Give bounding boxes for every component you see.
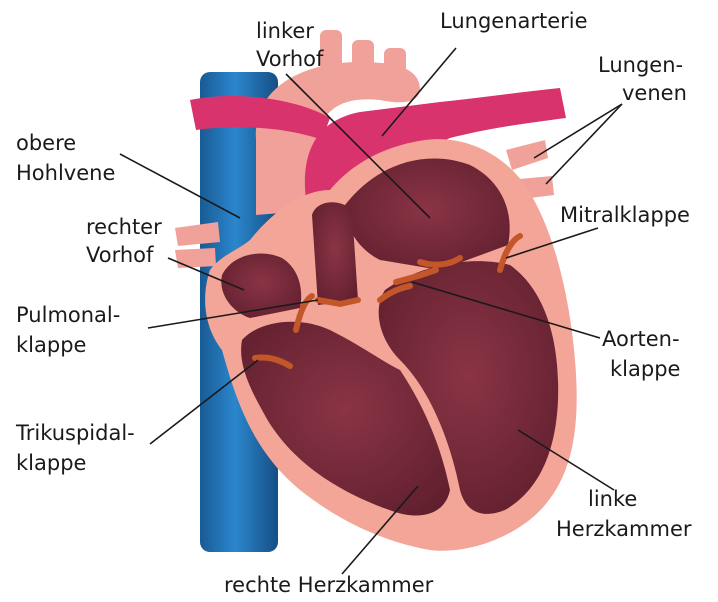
label-lungenvenen: Lungen- venen xyxy=(598,53,690,105)
label-lungenarterie: Lungenarterie xyxy=(440,9,588,33)
label-mitralklappe: Mitralklappe xyxy=(560,203,690,227)
label-obere-hohlvene: obere Hohlvene xyxy=(16,131,115,185)
pulmonalklappe-valve xyxy=(318,300,358,304)
label-aortenklappe: Aorten- klappe xyxy=(602,327,686,381)
label-rechte-herzkammer: rechte Herzkammer xyxy=(224,573,434,597)
label-linke-herzkammer: linke Herzkammer xyxy=(556,487,692,541)
label-trikuspidalklappe: Trikuspidal- klappe xyxy=(15,421,141,475)
label-rechter-vorhof: rechter Vorhof xyxy=(86,215,168,267)
pulmonary-trunk-chamber xyxy=(312,202,358,305)
label-pulmonalklappe: Pulmonal- klappe xyxy=(16,303,127,357)
label-linker-vorhof: linker Vorhof xyxy=(256,19,324,71)
